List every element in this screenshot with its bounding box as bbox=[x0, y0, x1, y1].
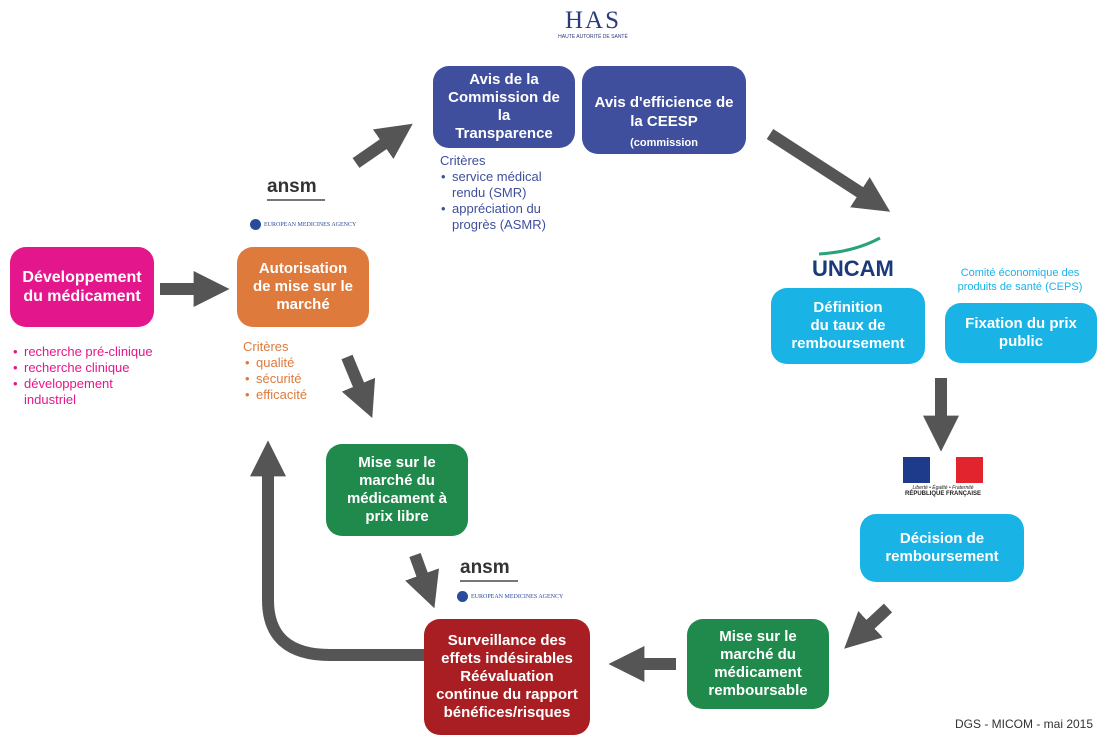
has-logo-text: HAS bbox=[564, 7, 621, 34]
arrow-surv-loop-to-amm bbox=[250, 440, 425, 661]
ema-logo-2: EUROPEAN MEDICINES AGENCY bbox=[457, 591, 563, 602]
arrow-ceesp-to-uncam bbox=[766, 128, 891, 212]
ct-criteria-title: Critères bbox=[440, 153, 486, 168]
developpement-items-list: recherche pré-clinique recherche cliniqu… bbox=[12, 344, 214, 408]
arrow-decision-to-misermb bbox=[844, 603, 893, 649]
list-item: recherche pré-clinique bbox=[13, 344, 214, 360]
amm-criteria-list: qualité sécurité efficacité bbox=[244, 355, 366, 403]
decision-remboursement-box: Décision de remboursement bbox=[860, 514, 1024, 582]
arrow-amm-to-ct bbox=[352, 123, 413, 168]
uncam-logo-text: UNCAM bbox=[812, 256, 894, 281]
ema-logo-text: EUROPEAN MEDICINES AGENCY bbox=[264, 221, 357, 228]
fixation-prix-box: Fixation du prix public bbox=[945, 303, 1097, 363]
list-item: service médical rendu (SMR) bbox=[441, 169, 582, 201]
footer-credit: DGS - MICOM - mai 2015 bbox=[955, 717, 1094, 731]
rf-motto: Liberté • Égalité • Fraternité bbox=[912, 485, 974, 491]
ansm-logo-underline bbox=[460, 580, 518, 582]
ceesp-box: Avis d'efficience de la CEESP (commissio… bbox=[582, 66, 746, 187]
amm-box: Autorisation de mise sur le marché bbox=[237, 247, 369, 327]
list-item: efficacité bbox=[245, 387, 366, 403]
marianne-flag-icon bbox=[903, 457, 984, 483]
ansm-logo: ansm bbox=[267, 177, 325, 201]
arrow-miselibre-to-surv bbox=[405, 552, 439, 609]
amm-criteria-title: Critères bbox=[243, 339, 289, 354]
ansm-logo-text: ansm bbox=[460, 557, 510, 578]
ansm-logo-2: ansm bbox=[460, 558, 518, 582]
list-item: recherche clinique bbox=[13, 360, 214, 376]
ema-logo: EUROPEAN MEDICINES AGENCY bbox=[250, 219, 356, 230]
ansm-logo-underline bbox=[267, 199, 325, 201]
mise-marche-remboursable-box: Mise sur le marché du médicament rembour… bbox=[687, 619, 829, 709]
ema-star-icon bbox=[250, 219, 261, 230]
has-logo-subtitle: HAUTE AUTORITÉ DE SANTÉ bbox=[558, 34, 628, 40]
list-item: développement industriel bbox=[13, 376, 214, 408]
list-item: sécurité bbox=[245, 371, 366, 387]
has-logo: HAS HAUTE AUTORITÉ DE SANTÉ bbox=[548, 8, 638, 41]
list-item: appréciation du progrès (ASMR) bbox=[441, 201, 582, 233]
surveillance-box: Surveillance des effets indésirables Réé… bbox=[424, 619, 590, 735]
commission-transparence-box: Avis de la Commission de la Transparence bbox=[433, 66, 575, 148]
mise-marche-prix-libre-box: Mise sur le marché du médicament à prix … bbox=[326, 444, 468, 536]
ceps-label: Comité économique des produits de santé … bbox=[957, 267, 1083, 293]
rf-name: RÉPUBLIQUE FRANÇAISE bbox=[904, 491, 981, 497]
developpement-medicament-box: Développement du médicament bbox=[10, 247, 154, 327]
republique-francaise-logo: Liberté • Égalité • Fraternité RÉPUBLIQU… bbox=[903, 457, 984, 497]
ema-star-icon bbox=[457, 591, 468, 602]
ema-logo-text: EUROPEAN MEDICINES AGENCY bbox=[471, 593, 564, 600]
list-item: qualité bbox=[245, 355, 366, 371]
uncam-swoosh-icon bbox=[818, 236, 881, 256]
definition-taux-box: Définition du taux de remboursement bbox=[771, 288, 925, 364]
ceesp-main-text: Avis d'efficience de la CEESP bbox=[594, 94, 734, 131]
ct-criteria-list: service médical rendu (SMR) appréciation… bbox=[440, 169, 582, 233]
ansm-logo-text: ansm bbox=[267, 176, 317, 197]
ceesp-detail-text: (commission évaluation économique et de … bbox=[602, 136, 726, 187]
